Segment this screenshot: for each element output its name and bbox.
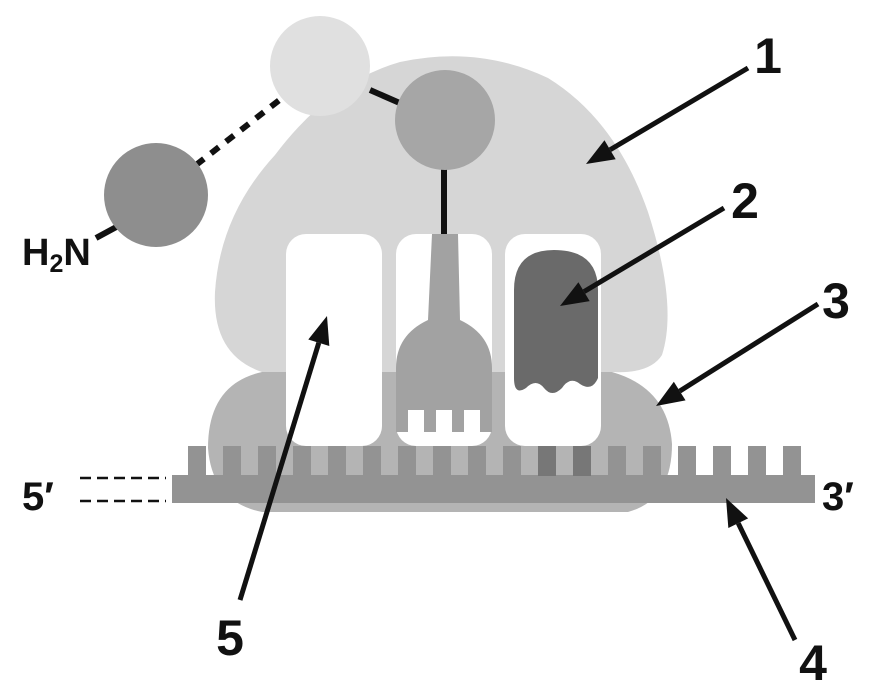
mrna-base bbox=[748, 446, 766, 476]
mrna-base bbox=[538, 446, 556, 476]
mrna-base bbox=[468, 446, 486, 476]
mrna-base bbox=[573, 446, 591, 476]
release-factor bbox=[514, 250, 598, 393]
arrow-1 bbox=[586, 65, 750, 164]
label-3: 3 bbox=[822, 273, 850, 329]
mrna-base bbox=[678, 446, 696, 476]
peptide-bond-solid bbox=[368, 87, 404, 107]
mrna-base bbox=[258, 446, 276, 476]
label-5: 5 bbox=[216, 610, 244, 666]
mrna-base bbox=[608, 446, 626, 476]
mrna-base bbox=[433, 446, 451, 476]
mrna-base bbox=[783, 446, 801, 476]
mrna-strand bbox=[172, 446, 815, 503]
mrna-base bbox=[293, 446, 311, 476]
mrna-base bbox=[503, 446, 521, 476]
mrna-base bbox=[713, 446, 731, 476]
arrow-4 bbox=[726, 498, 798, 642]
amino-terminus-label: H2N bbox=[22, 232, 91, 278]
h-subscript: 2 bbox=[49, 250, 63, 278]
mrna-base bbox=[363, 446, 381, 476]
arrow-2 bbox=[560, 205, 726, 306]
label-2: 2 bbox=[731, 173, 759, 229]
callout-arrows bbox=[237, 65, 820, 642]
arrow-5 bbox=[237, 316, 330, 601]
peptidyl-trna bbox=[396, 234, 492, 392]
mrna-base bbox=[188, 446, 206, 476]
peptide-bond-dashed bbox=[194, 95, 284, 168]
n-letter: N bbox=[63, 232, 90, 274]
label-4: 4 bbox=[799, 635, 827, 691]
amino-acid-light bbox=[270, 16, 370, 116]
amino-acid-attached bbox=[395, 70, 495, 170]
mrna-base bbox=[328, 446, 346, 476]
stop-codon-label: UAG bbox=[516, 404, 589, 441]
arrow-3 bbox=[656, 301, 820, 406]
mrna-base bbox=[643, 446, 661, 476]
mrna-base bbox=[398, 446, 416, 476]
label-1: 1 bbox=[754, 28, 782, 84]
five-prime-label: 5′ bbox=[22, 475, 54, 519]
amino-acid-terminal bbox=[104, 143, 208, 247]
mrna-base bbox=[223, 446, 241, 476]
trna-anticodon bbox=[396, 392, 492, 432]
three-prime-label: 3′ bbox=[822, 475, 854, 519]
h-letter: H bbox=[22, 232, 49, 274]
e-site-slot bbox=[286, 234, 382, 446]
